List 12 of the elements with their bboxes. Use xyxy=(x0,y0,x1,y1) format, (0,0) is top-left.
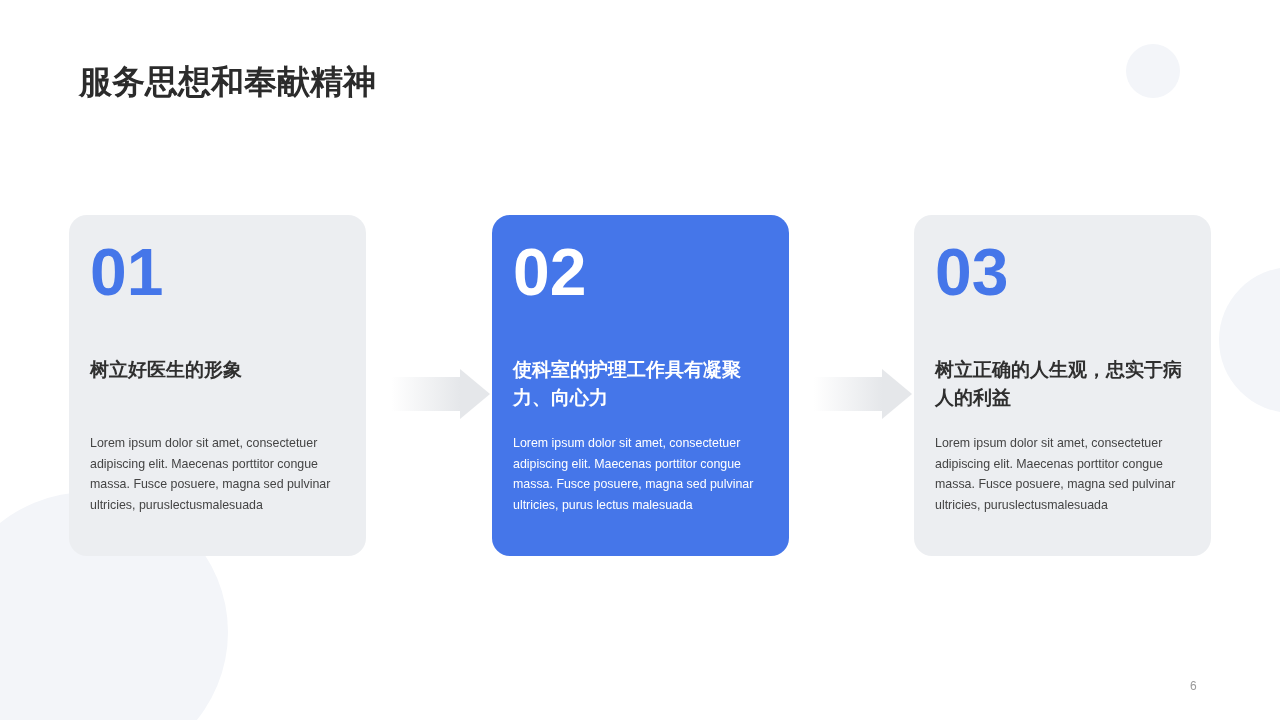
step-description: Lorem ipsum dolor sit amet, consectetuer adipiscing elit. Maecenas porttitor congue massa. Fusce posuere, magna sed pulvinar ultricies, puruslectusmalesuada xyxy=(935,435,1177,514)
step-heading: 树立好医生的形象 xyxy=(90,357,243,382)
step-heading: 使科室的护理工作具有凝聚力、向心力 xyxy=(513,357,742,410)
step-heading: 树立正确的人生观，忠实于病人的利益 xyxy=(935,357,1183,410)
step-number: 01 xyxy=(90,239,164,305)
step-description: Lorem ipsum dolor sit amet, consectetuer adipiscing elit. Maecenas porttitor congue massa. Fusce posuere, magna sed pulvinar ultricies, puruslectusmalesuada xyxy=(90,435,332,514)
step-number: 03 xyxy=(935,239,1009,305)
title: 服务思想和奉献精神 xyxy=(79,62,376,102)
step-number: 02 xyxy=(513,239,587,305)
page-number: 6 xyxy=(1190,679,1197,693)
step-card xyxy=(492,215,789,556)
step-description: Lorem ipsum dolor sit amet, consectetuer adipiscing elit. Maecenas porttitor congue massa. Fusce posuere, magna sed pulvinar ultricies, purus lectus malesuada xyxy=(513,435,755,514)
